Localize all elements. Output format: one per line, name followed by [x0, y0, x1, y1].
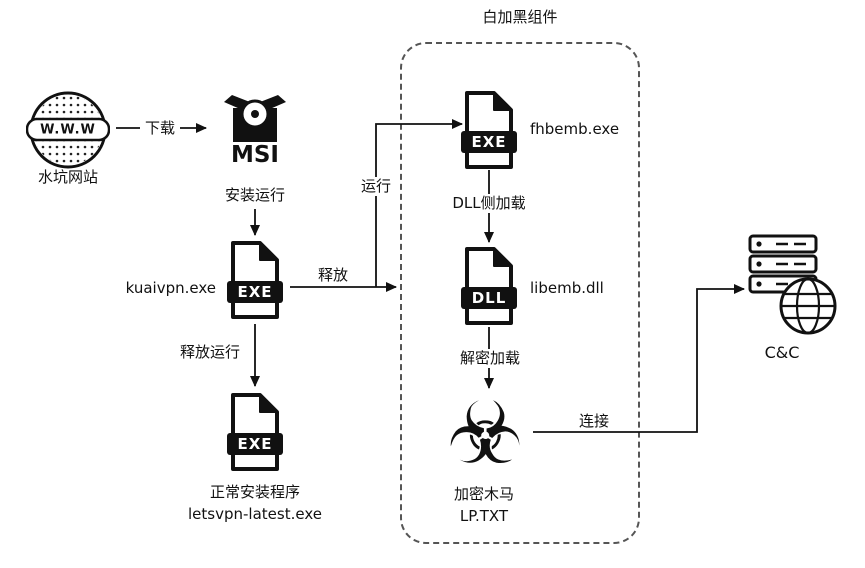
- cnc-label: C&C: [764, 343, 800, 362]
- fhbemb-exe-file-icon: EXE: [461, 91, 517, 169]
- kuaivpn-band-text: EXE: [237, 283, 272, 301]
- libemb-label: libemb.dll: [530, 279, 604, 297]
- msi-installer-icon: MSI: [224, 95, 286, 168]
- edge-label-dll-sideload: DLL侧加载: [440, 194, 538, 213]
- letsvpn-band-text: EXE: [237, 435, 272, 453]
- group-title: 白加黑组件: [482, 8, 558, 26]
- letsvpn-label-line1: 正常安装程序: [209, 483, 300, 501]
- cnc-server-icon: [748, 234, 837, 335]
- libemb-band-text: DLL: [472, 289, 507, 307]
- fhbemb-label: fhbemb.exe: [530, 120, 620, 138]
- kuaivpn-label: kuaivpn.exe: [125, 279, 216, 297]
- trojan-label-line2: LP.TXT: [459, 507, 509, 525]
- letsvpn-exe-file-icon: EXE: [227, 393, 283, 471]
- msi-text: MSI: [231, 142, 279, 168]
- edge-label-release: 释放: [314, 266, 352, 285]
- fhbemb-band-text: EXE: [471, 133, 506, 151]
- letsvpn-label-line2: letsvpn-latest.exe: [188, 505, 322, 523]
- edge-label-connect: 连接: [572, 412, 616, 431]
- arrow-connect: [533, 284, 745, 433]
- edge-label-install-run: 安装运行: [224, 186, 285, 204]
- biohazard-icon: ☣: [446, 384, 524, 484]
- edge-label-download: 下载: [140, 119, 180, 138]
- edge-label-run: 运行: [357, 177, 395, 196]
- edge-label-release-run: 释放运行: [179, 343, 240, 361]
- white-plus-black-group-box: [400, 42, 640, 544]
- trojan-label-line1: 加密木马: [453, 485, 514, 503]
- arrow-run: [375, 119, 463, 287]
- kuaivpn-exe-file-icon: EXE: [227, 241, 283, 319]
- www-banner-text: W.W.W: [40, 123, 96, 138]
- edge-label-decrypt-load: 解密加载: [452, 349, 528, 368]
- watering-hole-label: 水坑网站: [37, 168, 98, 186]
- www-globe-icon: W.W.W: [26, 91, 110, 169]
- libemb-dll-file-icon: DLL: [461, 247, 517, 325]
